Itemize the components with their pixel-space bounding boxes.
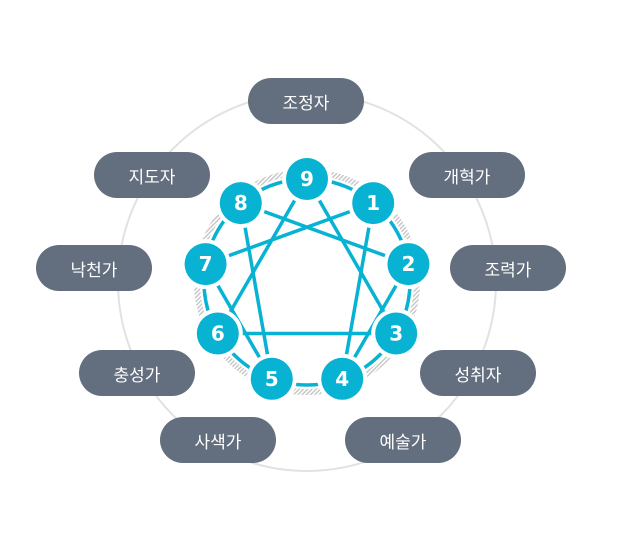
type-number: 1	[366, 191, 380, 215]
type-label-5[interactable]: 사색가	[160, 417, 276, 463]
type-number: 2	[401, 252, 415, 276]
type-label-8[interactable]: 지도자	[94, 152, 210, 198]
type-node-2[interactable]: 2	[383, 239, 434, 290]
type-number: 6	[211, 322, 225, 346]
type-label-4[interactable]: 예술가	[345, 417, 461, 463]
connection-line-8-5	[239, 202, 274, 380]
connection-line-1-4	[340, 202, 375, 380]
type-label-9[interactable]: 조정자	[248, 78, 364, 124]
connection-line-7-1	[204, 201, 374, 266]
type-node-8[interactable]: 8	[215, 178, 266, 229]
type-number: 3	[389, 322, 403, 346]
type-node-1[interactable]: 1	[348, 178, 399, 229]
type-node-5[interactable]: 5	[246, 353, 297, 404]
type-node-4[interactable]: 4	[317, 353, 368, 404]
connection-line-6-9	[216, 178, 309, 335]
type-node-3[interactable]: 3	[371, 308, 422, 359]
type-node-6[interactable]: 6	[192, 308, 243, 359]
type-node-9[interactable]: 9	[282, 154, 332, 204]
type-node-7[interactable]: 7	[180, 239, 231, 290]
type-label-1[interactable]: 개혁가	[409, 152, 525, 198]
outer-ring	[117, 92, 497, 472]
type-number: 4	[335, 367, 349, 391]
connection-line-2-8	[240, 201, 410, 266]
type-number: 7	[199, 252, 213, 276]
type-number: 9	[300, 167, 314, 191]
type-label-6[interactable]: 충성가	[79, 350, 195, 396]
connection-line-9-3	[305, 178, 398, 335]
type-label-7[interactable]: 낙천가	[36, 245, 152, 291]
type-number: 8	[234, 191, 248, 215]
type-label-3[interactable]: 성취자	[420, 350, 536, 396]
type-number: 5	[265, 367, 279, 391]
type-label-2[interactable]: 조력가	[450, 245, 566, 291]
